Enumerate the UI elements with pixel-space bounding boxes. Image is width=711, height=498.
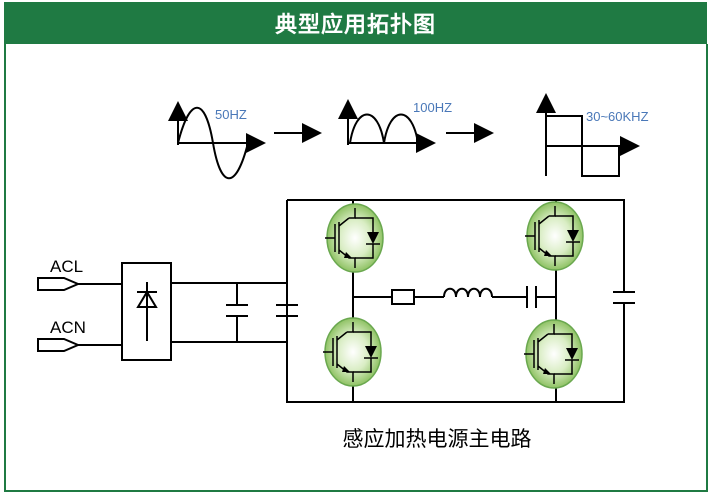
acl-terminal <box>37 277 122 291</box>
dc-bus <box>171 282 287 343</box>
igbt-bottom-left <box>322 317 382 387</box>
resonant-load <box>353 286 556 308</box>
diagram-title: 典型应用拓扑图 <box>274 13 436 38</box>
igbt-bottom-right <box>523 319 583 389</box>
igbt-top-left <box>324 203 384 273</box>
rectified-waveform <box>338 99 436 153</box>
ac-sine-waveform <box>168 101 266 179</box>
circuit-caption: 感应加热电源主电路 <box>343 427 532 451</box>
acn-label: ACN <box>50 318 86 337</box>
acl-label: ACL <box>50 257 83 276</box>
hf-square-waveform <box>536 93 640 177</box>
hf-frequency-label: 30~60KHZ <box>586 109 649 124</box>
diagram-border <box>4 44 708 492</box>
dc-capacitor-1 <box>226 283 248 342</box>
title-banner: 典型应用拓扑图 <box>4 2 707 44</box>
bridge-legs <box>352 200 557 402</box>
acn-terminal <box>37 338 122 352</box>
ac-frequency-label: 50HZ <box>215 107 247 122</box>
rectifier-bridge <box>121 262 172 361</box>
output-capacitor <box>613 200 635 402</box>
rectified-frequency-label: 100HZ <box>413 100 452 115</box>
igbt-top-right <box>524 201 584 271</box>
